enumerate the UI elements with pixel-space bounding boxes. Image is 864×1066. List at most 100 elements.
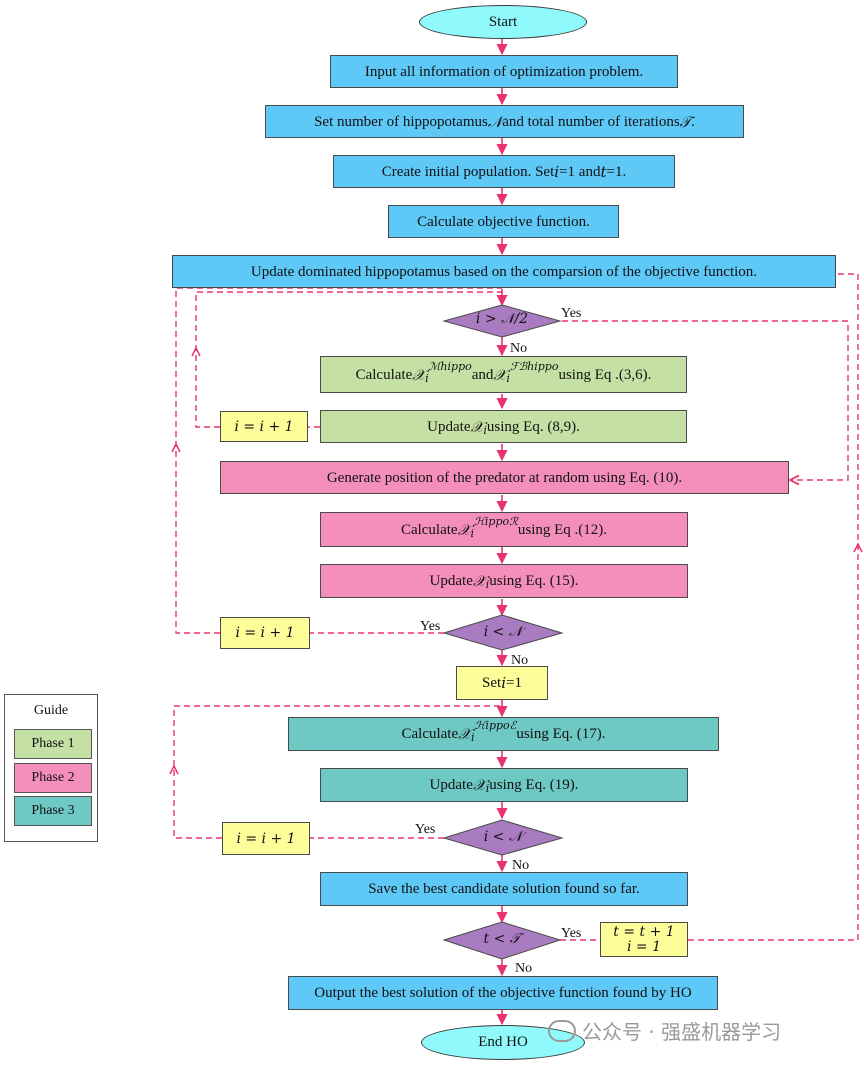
symbol-i: 𝑖	[554, 162, 560, 181]
watermark-text: 公众号 · 强盛机器学习	[582, 1020, 782, 1044]
calc-phase1-and: and	[471, 366, 494, 383]
update-dominated-label: Update dominated hippopotamus based on t…	[250, 263, 758, 280]
symbol-n: 𝒩	[487, 112, 503, 131]
symbol-t: 𝒯	[679, 112, 692, 131]
subscript-i: i	[425, 371, 429, 385]
generate-predator-step: Generate position of the predator at ran…	[220, 461, 789, 494]
superscript-fbhippo: ℱℬℎ𝑖𝑝𝑝𝑜	[509, 359, 559, 373]
symbol-i: 𝑖	[501, 674, 506, 692]
create-pop-pre: Create initial population. Set	[381, 163, 555, 180]
end-label: End HO	[478, 1034, 528, 1050]
increment-i-phase1-label: 𝑖 = 𝑖 + 1	[234, 418, 294, 435]
decision-n1-no: No	[511, 653, 529, 668]
create-pop-post: =1.	[606, 163, 627, 180]
update-phase3-pre: Update	[429, 777, 473, 793]
increment-i-phase2: 𝑖 = 𝑖 + 1	[220, 617, 310, 649]
calc-objective-step: Calculate objective function.	[388, 205, 619, 238]
decision-n2-yes: Yes	[415, 822, 436, 837]
symbol-x: 𝒳	[472, 776, 486, 794]
increment-t-line2: 𝑖 = 1	[626, 938, 661, 955]
guide-title: Guide	[33, 703, 69, 718]
create-pop-mid: =1 and	[559, 163, 601, 180]
decision-diamond-n2	[442, 819, 564, 856]
subscript-i: i	[483, 423, 487, 437]
set-number-post: .	[691, 113, 695, 130]
subscript-i: i	[470, 526, 475, 540]
symbol-x: 𝒳	[472, 572, 486, 590]
decision-half-yes: Yes	[561, 306, 582, 321]
symbol-x: 𝒳	[458, 725, 472, 743]
symbol-x: 𝒳	[493, 365, 507, 384]
set-number-mid: and total number of iterations	[502, 113, 680, 130]
watermark: 公众号 · 强盛机器学习	[548, 1016, 781, 1045]
increment-i-phase3: 𝑖 = 𝑖 + 1	[222, 822, 310, 855]
decision-diamond-half	[442, 304, 562, 338]
legend-phase3: Phase 3	[14, 796, 92, 826]
set-number-pre: Set number of hippopotamus	[314, 113, 488, 130]
generate-predator-label: Generate position of the predator at ran…	[326, 469, 683, 486]
set-i-post: =1	[506, 675, 522, 691]
increment-i-phase1: 𝑖 = 𝑖 + 1	[220, 411, 308, 442]
calc-phase1-post: using Eq .(3,6).	[558, 366, 652, 383]
increment-i-phase3-label: 𝑖 = 𝑖 + 1	[236, 830, 296, 847]
start-terminal: Start	[419, 5, 587, 39]
update-phase2-post: using Eq. (15).	[489, 573, 579, 589]
set-i-step: Set 𝑖 =1	[456, 666, 548, 700]
increment-i-phase2-label: 𝑖 = 𝑖 + 1	[235, 625, 295, 641]
superscript-mhippo: ℳℎ𝑖𝑝𝑝𝑜	[428, 359, 472, 373]
decision-diamond-t	[442, 921, 562, 960]
symbol-x: 𝒳	[457, 520, 471, 539]
legend-phase2: Phase 2	[14, 763, 92, 793]
update-phase1-pre: Update	[427, 418, 471, 435]
symbol-x: 𝒳	[412, 365, 426, 384]
decision-t-yes: Yes	[561, 926, 582, 941]
decision-n1-text: 𝑖 < 𝒩	[483, 624, 523, 640]
calc-phase3-pre: Calculate	[401, 726, 459, 742]
guide-legend: Guide Phase 1 Phase 2 Phase 3	[4, 694, 98, 842]
subscript-i: i	[471, 731, 475, 744]
save-best-label: Save the best candidate solution found s…	[368, 881, 640, 897]
subscript-i: i	[485, 578, 490, 591]
calc-phase1-pre: Calculate	[355, 366, 413, 383]
decision-t-text: 𝑡 < 𝒯	[483, 931, 521, 947]
start-label: Start	[488, 13, 518, 30]
decision-diamond-n1	[442, 614, 564, 651]
legend-phase1: Phase 1	[14, 729, 92, 759]
superscript-hippor: ℋ𝑖𝑝𝑝𝑜ℛ	[474, 514, 518, 528]
calc-phase2-post: using Eq .(12).	[517, 521, 608, 538]
decision-half-no: No	[510, 341, 528, 356]
subscript-i: i	[485, 782, 490, 795]
increment-t-line1: 𝑡 = 𝑡 + 1	[613, 923, 675, 940]
decision-half-text: 𝑖 > 𝒩/2	[475, 311, 529, 327]
calc-phase2-pre: Calculate	[400, 521, 458, 538]
loop-direction-marks	[169, 346, 863, 775]
calc-objective-label: Calculate objective function.	[417, 213, 590, 230]
decision-t-no: No	[515, 961, 533, 976]
superscript-hippoe: ℋ𝑖𝑝𝑝𝑜ℰ	[474, 719, 517, 732]
loop-connectors	[173, 273, 859, 941]
decision-n1-yes: Yes	[420, 619, 441, 634]
legend-phase3-label: Phase 3	[31, 803, 75, 818]
save-best-step: Save the best candidate solution found s…	[320, 872, 688, 906]
update-phase3-post: using Eq. (19).	[489, 777, 579, 793]
update-phase2-pre: Update	[429, 573, 473, 589]
create-population-step: Create initial population. Set 𝑖=1 and 𝑡…	[333, 155, 675, 188]
output-label: Output the best solution of the objectiv…	[314, 985, 692, 1001]
symbol-x: 𝒳	[470, 417, 484, 436]
output-step: Output the best solution of the objectiv…	[288, 976, 718, 1010]
legend-phase1-label: Phase 1	[31, 736, 75, 751]
input-step-label: Input all information of optimization pr…	[364, 63, 644, 80]
symbol-t: 𝑡	[600, 162, 607, 181]
set-number-step: Set number of hippopotamus 𝒩 and total n…	[265, 105, 744, 138]
wechat-logo-icon	[548, 1019, 576, 1042]
increment-t-step: 𝑡 = 𝑡 + 1 𝑖 = 1	[600, 922, 688, 957]
subscript-i: i	[506, 371, 510, 385]
